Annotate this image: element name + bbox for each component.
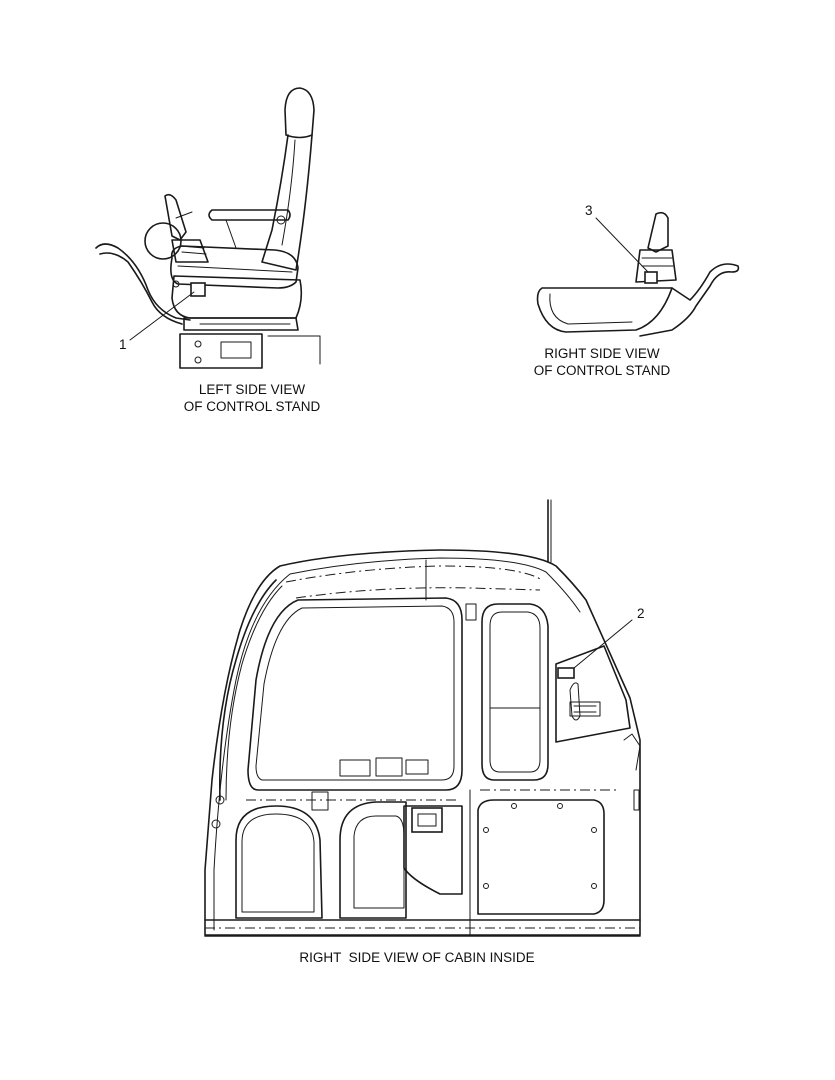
left-stand-caption-line2: OF CONTROL STAND <box>183 399 321 414</box>
left-stand-caption-line1: LEFT SIDE VIEW <box>198 382 306 397</box>
right-stand-caption: RIGHT SIDE VIEW OF CONTROL STAND <box>522 345 682 379</box>
right-control-stand-drawing <box>536 211 740 337</box>
callout-3: 3 <box>585 203 593 218</box>
left-stand-caption: LEFT SIDE VIEW OF CONTROL STAND <box>172 381 332 415</box>
right-stand-caption-line1: RIGHT SIDE VIEW <box>544 346 660 361</box>
cabin-caption: RIGHT SIDE VIEW OF CABIN INSIDE <box>299 950 535 965</box>
callout-1: 1 <box>119 337 127 352</box>
right-stand-caption-line2: OF CONTROL STAND <box>533 363 671 378</box>
cabin-drawing <box>204 499 641 937</box>
left-control-stand-drawing <box>95 87 321 369</box>
callout-2: 2 <box>637 606 645 621</box>
